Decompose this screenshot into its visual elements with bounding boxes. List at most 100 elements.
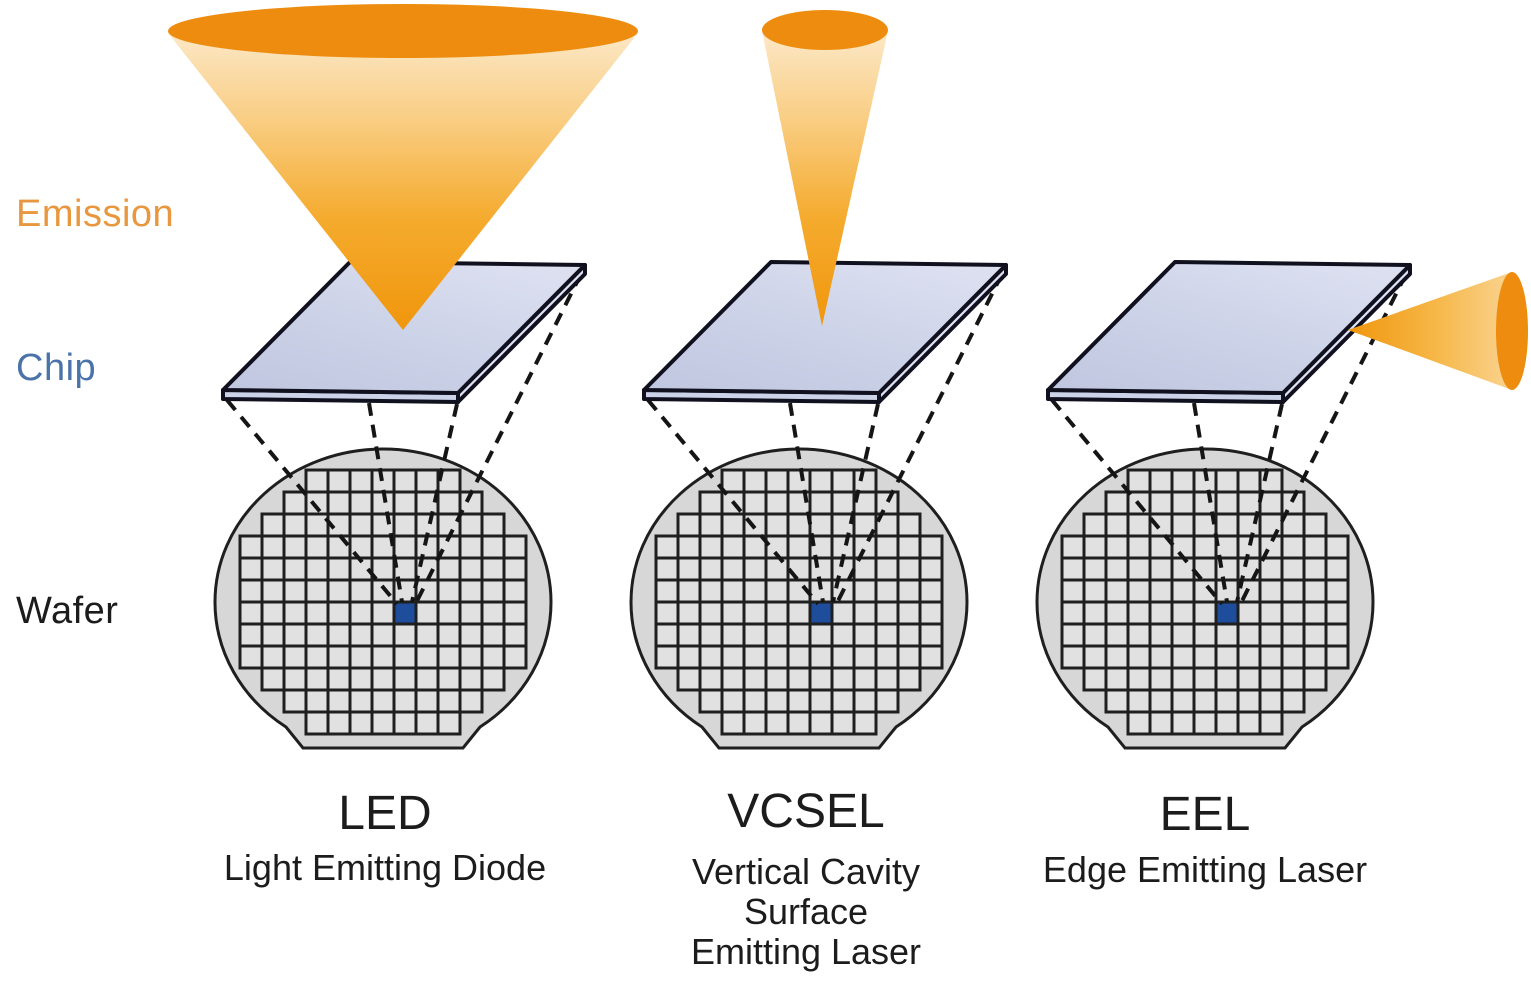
wafer-die-cell <box>1236 490 1262 516</box>
wafer-die-cell <box>764 622 790 648</box>
wafer-die-cell <box>1148 622 1174 648</box>
wafer-die-cell <box>370 622 396 648</box>
wafer-die-cell <box>1170 490 1196 516</box>
wafer-die-cell <box>1258 578 1284 604</box>
led-emission-cone <box>168 33 638 330</box>
wafer-die-cell <box>918 622 944 648</box>
wafer-die-cell <box>852 600 878 626</box>
wafer-die-cell <box>896 600 922 626</box>
wafer-die-cell <box>830 490 856 516</box>
wafer-die-cell <box>436 710 462 736</box>
wafer-die-cell <box>414 710 440 736</box>
wafer-die-cell <box>370 600 396 626</box>
wafer-die-cell <box>720 512 746 538</box>
wafer-die-cell <box>1302 534 1328 560</box>
eel-emission-cone <box>1348 272 1512 390</box>
wafer-die-highlighted <box>808 600 834 626</box>
wafer-die-cell <box>808 666 834 692</box>
wafer-die-cell <box>370 512 396 538</box>
wafer-die-cell <box>1280 534 1306 560</box>
wafer-die-cell <box>1302 644 1328 670</box>
wafer-die-cell <box>282 578 308 604</box>
wafer-die-cell <box>1170 622 1196 648</box>
wafer-die-cell <box>1126 710 1152 736</box>
wafer-die-cell <box>1104 578 1130 604</box>
wafer-die-cell <box>1170 600 1196 626</box>
wafer-die-cell <box>348 468 374 494</box>
wafer-die-cell <box>1148 556 1174 582</box>
wafer-die-cell <box>502 622 528 648</box>
wafer-die-cell <box>282 600 308 626</box>
wafer-die-cell <box>1192 644 1218 670</box>
wafer-die-cell <box>786 688 812 714</box>
wafer-die-cell <box>896 644 922 670</box>
wafer-die-cell <box>392 644 418 670</box>
wafer-die-cell <box>808 688 834 714</box>
wafer-die-cell <box>852 688 878 714</box>
wafer-die-cell <box>1214 666 1240 692</box>
wafer-die-cell <box>458 644 484 670</box>
wafer-die-cell <box>370 578 396 604</box>
wafer-die-cell <box>764 600 790 626</box>
wafer-die-cell <box>654 644 680 670</box>
wafer-die-cell <box>1214 490 1240 516</box>
wafer-die-cell <box>742 622 768 648</box>
wafer-die-cell <box>348 578 374 604</box>
led-caption: LED Light Emitting Diode <box>224 788 546 888</box>
wafer-die-cell <box>238 556 264 582</box>
wafer-die-cell <box>348 512 374 538</box>
wafer-die-cell <box>1258 600 1284 626</box>
vcsel-caption: VCSEL Vertical Cavity Surface Emitting L… <box>691 786 921 972</box>
wafer-die-cell <box>1126 556 1152 582</box>
wafer-die-cell <box>1192 710 1218 736</box>
wafer-die-cell <box>392 534 418 560</box>
wafer-die-cell <box>786 534 812 560</box>
wafer-die-cell <box>830 622 856 648</box>
wafer-die-cell <box>698 578 724 604</box>
wafer-die-cell <box>874 556 900 582</box>
wafer-die-cell <box>1236 666 1262 692</box>
wafer-die-cell <box>764 556 790 582</box>
wafer-die-cell <box>414 468 440 494</box>
wafer-die-cell <box>436 512 462 538</box>
wafer-die-cell <box>874 534 900 560</box>
wafer-label: Wafer <box>16 590 119 632</box>
wafer-die-cell <box>1126 512 1152 538</box>
wafer-die-cell <box>786 512 812 538</box>
eel-full-name: Edge Emitting Laser <box>1042 849 1368 890</box>
wafer-die-cell <box>720 688 746 714</box>
wafer-die-cell <box>238 644 264 670</box>
wafer-die-cell <box>1170 710 1196 736</box>
wafer-die-cell <box>720 468 746 494</box>
wafer-die-cell <box>502 644 528 670</box>
wafer-die-cell <box>326 622 352 648</box>
wafer-die-cell <box>1060 534 1086 560</box>
wafer-die-cell <box>1082 644 1108 670</box>
wafer-die-cell <box>698 512 724 538</box>
wafer-die-cell <box>1148 600 1174 626</box>
wafer-die-cell <box>830 688 856 714</box>
wafer-die-cell <box>896 666 922 692</box>
wafer-die-cell <box>348 666 374 692</box>
wafer-die-cell <box>764 710 790 736</box>
wafer-die-cell <box>1258 688 1284 714</box>
wafer-die-cell <box>1060 556 1086 582</box>
wafer-die-cell <box>720 578 746 604</box>
wafer-die-cell <box>808 512 834 538</box>
wafer-die-cell <box>392 666 418 692</box>
wafer-die-cell <box>808 644 834 670</box>
wafer-die-cell <box>1192 534 1218 560</box>
wafer-die-cell <box>676 578 702 604</box>
wafer-die-cell <box>1082 622 1108 648</box>
wafer-die-cell <box>742 556 768 582</box>
wafer-die-cell <box>304 556 330 582</box>
wafer-die-cell <box>786 468 812 494</box>
wafer-die-cell <box>1302 578 1328 604</box>
wafer-die-cell <box>742 644 768 670</box>
vcsel-full-name: Vertical Cavity Surface Emitting Laser <box>691 852 921 972</box>
wafer-die-cell <box>326 644 352 670</box>
wafer-die-cell <box>852 666 878 692</box>
wafer-die-cell <box>458 688 484 714</box>
wafer-die-cell <box>304 600 330 626</box>
wafer-die-cell <box>326 710 352 736</box>
